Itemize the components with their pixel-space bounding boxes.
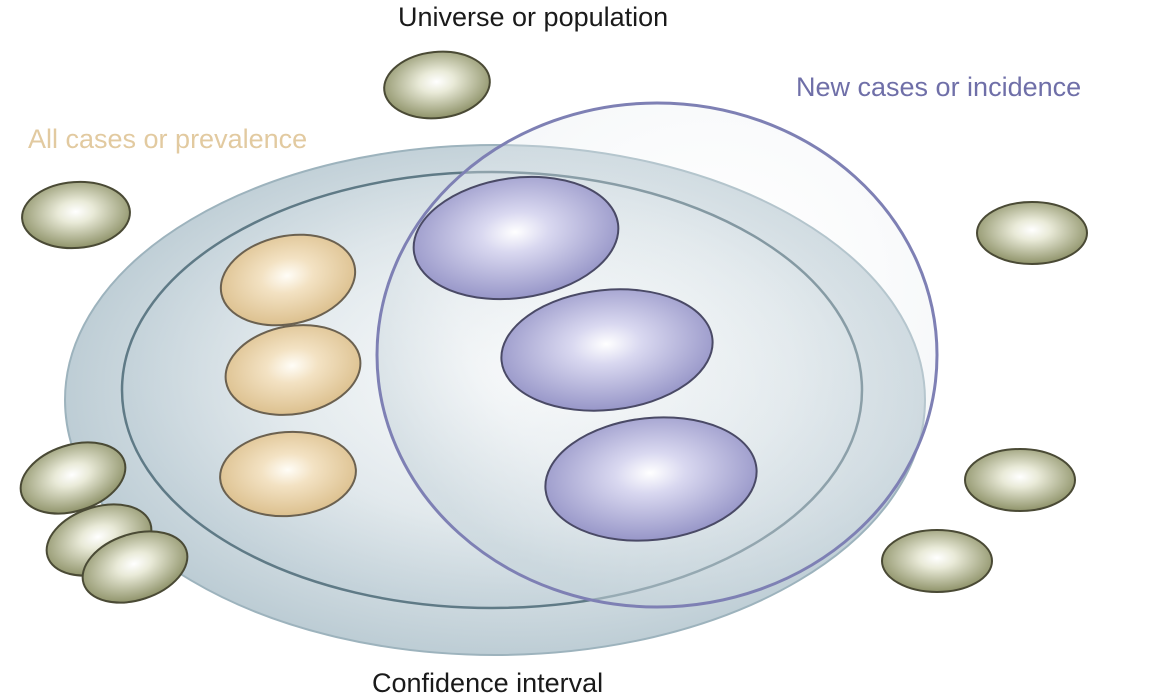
population-member-oval	[977, 202, 1087, 264]
incidence-label: New cases or incidence	[796, 72, 1081, 103]
population-member-oval	[882, 530, 992, 592]
population-member-oval	[965, 449, 1075, 511]
prevalence-label: All cases or prevalence	[28, 124, 307, 155]
population-member-oval	[20, 178, 132, 251]
prevalence-cases-group	[212, 223, 367, 521]
population-member-oval	[381, 47, 493, 124]
universe-population-label: Universe or population	[398, 2, 668, 33]
confidence-interval-label: Confidence interval	[372, 668, 603, 699]
